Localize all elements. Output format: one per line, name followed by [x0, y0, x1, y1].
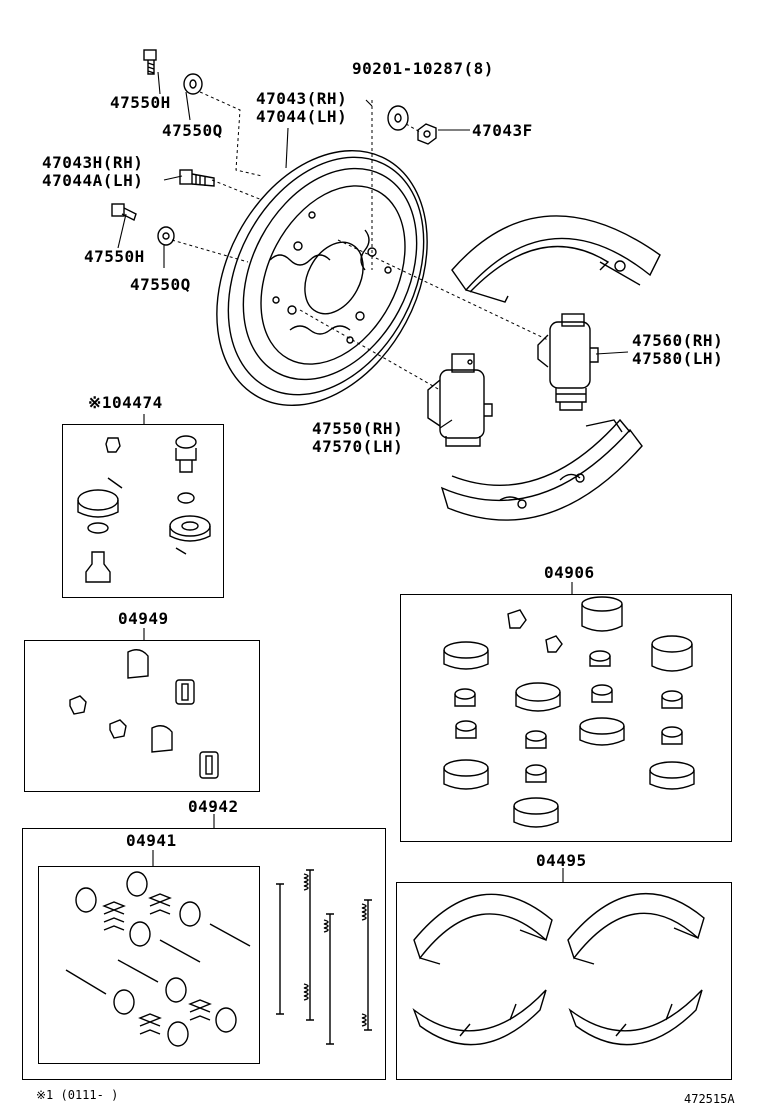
label-kit-04495: 04495: [536, 851, 587, 870]
label-kit-04949: 04949: [118, 609, 169, 628]
label-47043-rh: 47043(RH): [256, 89, 348, 108]
backing-plate: [216, 150, 428, 406]
kit-04941-box: [38, 866, 260, 1064]
label-47043f: 47043F: [472, 121, 533, 140]
nut-47043f: [417, 123, 437, 145]
brake-shoe-lower: [440, 418, 643, 521]
label-47550h-top: 47550H: [110, 93, 171, 112]
kit-04942-box: [22, 828, 386, 1080]
label-47570-lh: 47570(LH): [312, 437, 404, 456]
label-47044-lh: 47044(LH): [256, 107, 348, 126]
label-kit-04941: 04941: [126, 831, 177, 850]
label-47550q-bottom: 47550Q: [130, 275, 191, 294]
bolt-mid: [179, 169, 215, 187]
washer-top: [183, 73, 203, 95]
wheel-cylinder-right: [537, 313, 599, 411]
kit-04942-springs: [276, 869, 372, 1045]
washer-lower: [157, 226, 175, 246]
label-47550h-bottom: 47550H: [84, 247, 145, 266]
footnote: ※1 (0111- ): [36, 1088, 119, 1102]
label-47043h-rh: 47043H(RH): [42, 153, 144, 172]
kit-04495-shoes: [412, 892, 705, 1046]
diagram-id: 472515A: [684, 1092, 735, 1106]
label-kit-04942: 04942: [188, 797, 239, 816]
label-47044a-lh: 47044A(LH): [42, 171, 144, 190]
kit-04906-parts: [443, 596, 695, 828]
kit-04495-box: [396, 882, 732, 1080]
label-47560-rh: 47560(RH): [632, 331, 724, 350]
bolt-lower: [111, 203, 137, 221]
label-90201: 90201-10287(8): [352, 59, 494, 78]
kit-04949-box: [24, 640, 260, 792]
label-47550q-top: 47550Q: [162, 121, 223, 140]
kit-04949-parts: [69, 649, 219, 779]
washer-90201: [387, 105, 409, 131]
kit-04941-parts: [65, 871, 251, 1047]
wheel-cylinder-left: [427, 353, 493, 447]
brake-shoe-upper: [451, 215, 661, 303]
kit-04474-parts: [77, 435, 211, 583]
kit-04474-box: [62, 424, 224, 598]
kit-04906-box: [400, 594, 732, 842]
label-47550-rh: 47550(RH): [312, 419, 404, 438]
label-47580-lh: 47580(LH): [632, 349, 724, 368]
label-kit-04906: 04906: [544, 563, 595, 582]
bolt-top: [143, 49, 157, 75]
label-kit-04474: ※104474: [88, 393, 163, 412]
